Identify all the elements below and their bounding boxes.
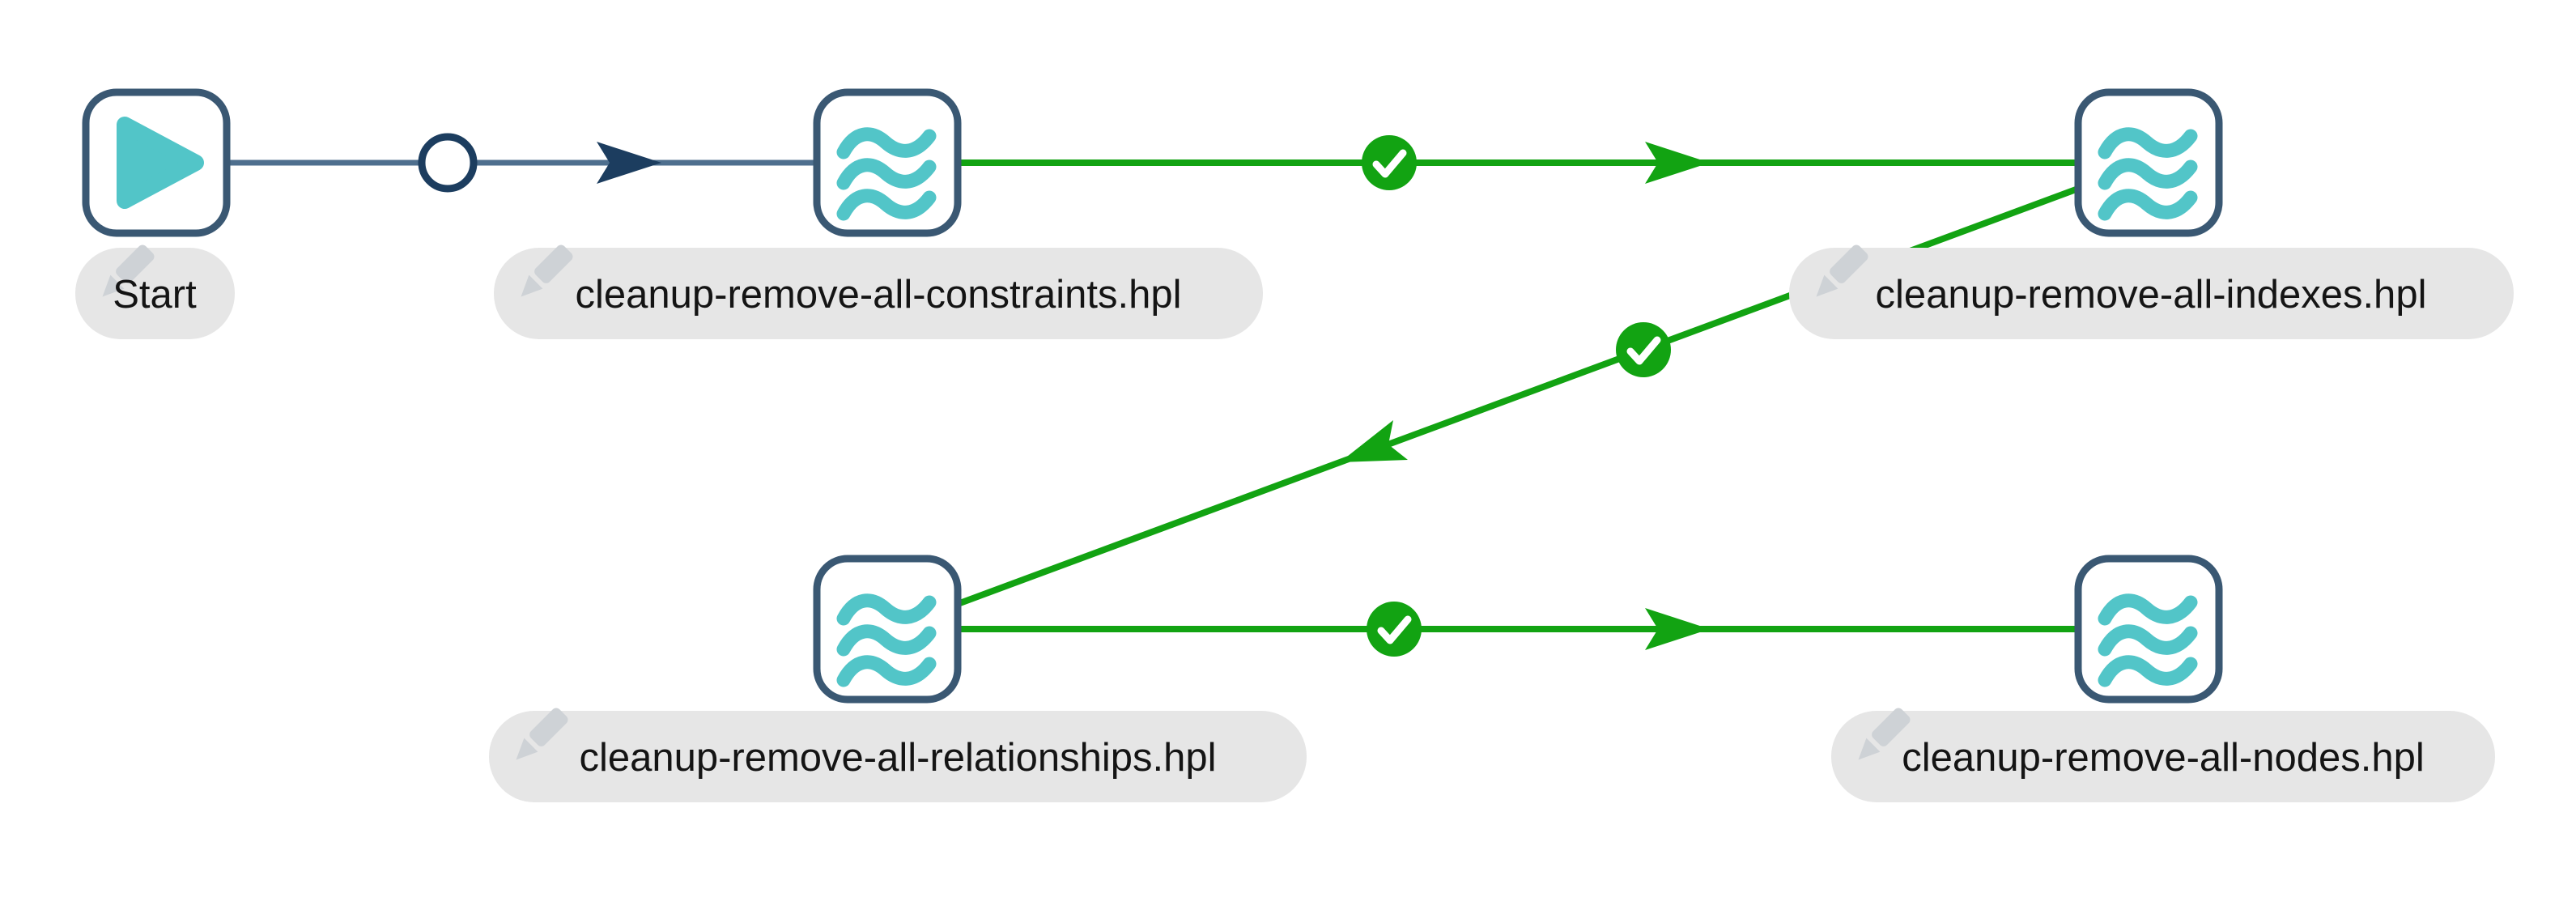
label-text: cleanup-remove-all-relationships.hpl bbox=[579, 736, 1216, 780]
label-text: cleanup-remove-all-nodes.hpl bbox=[1902, 736, 2425, 780]
hop-start-to-constraints bbox=[227, 133, 817, 193]
hop-arrow-icon bbox=[597, 142, 661, 184]
label-pill[interactable] bbox=[494, 248, 1263, 339]
hop-constraints-to-indexes bbox=[958, 135, 2078, 190]
label-pill[interactable] bbox=[1831, 711, 2495, 802]
label-text: Start bbox=[113, 273, 197, 317]
label-indexes[interactable]: cleanup-remove-all-indexes.hpl bbox=[1789, 243, 2514, 339]
hop-arrow-icon bbox=[1645, 142, 1710, 184]
label-pill[interactable] bbox=[1789, 248, 2514, 339]
label-pill[interactable] bbox=[489, 711, 1307, 802]
hop-arrow-icon bbox=[1340, 420, 1408, 462]
success-check-icon bbox=[1362, 135, 1417, 190]
action-pipeline-relationships[interactable] bbox=[813, 555, 962, 704]
check-mark bbox=[1626, 336, 1661, 365]
hop-arrow-icon bbox=[1645, 608, 1710, 650]
hop-relationships-to-nodes bbox=[958, 602, 2078, 657]
action-start[interactable] bbox=[82, 88, 231, 237]
play-icon bbox=[117, 117, 204, 209]
label-constraints[interactable]: cleanup-remove-all-constraints.hpl bbox=[494, 243, 1263, 339]
check-mark bbox=[1372, 149, 1407, 178]
hop-toggle-circle-icon[interactable] bbox=[418, 133, 478, 193]
action-pipeline-indexes[interactable] bbox=[2074, 88, 2223, 237]
label-start[interactable]: Start bbox=[75, 243, 235, 339]
label-text: cleanup-remove-all-constraints.hpl bbox=[576, 273, 1182, 317]
success-check-icon bbox=[1367, 602, 1422, 657]
action-pipeline-constraints[interactable] bbox=[813, 88, 962, 237]
label-pill[interactable] bbox=[75, 248, 235, 339]
success-check-icon bbox=[1616, 322, 1671, 377]
label-nodes[interactable]: cleanup-remove-all-nodes.hpl bbox=[1831, 706, 2495, 802]
label-text: cleanup-remove-all-indexes.hpl bbox=[1876, 273, 2427, 317]
label-relationships[interactable]: cleanup-remove-all-relationships.hpl bbox=[489, 706, 1307, 802]
check-mark bbox=[1377, 615, 1412, 644]
action-pipeline-nodes[interactable] bbox=[2074, 555, 2223, 704]
